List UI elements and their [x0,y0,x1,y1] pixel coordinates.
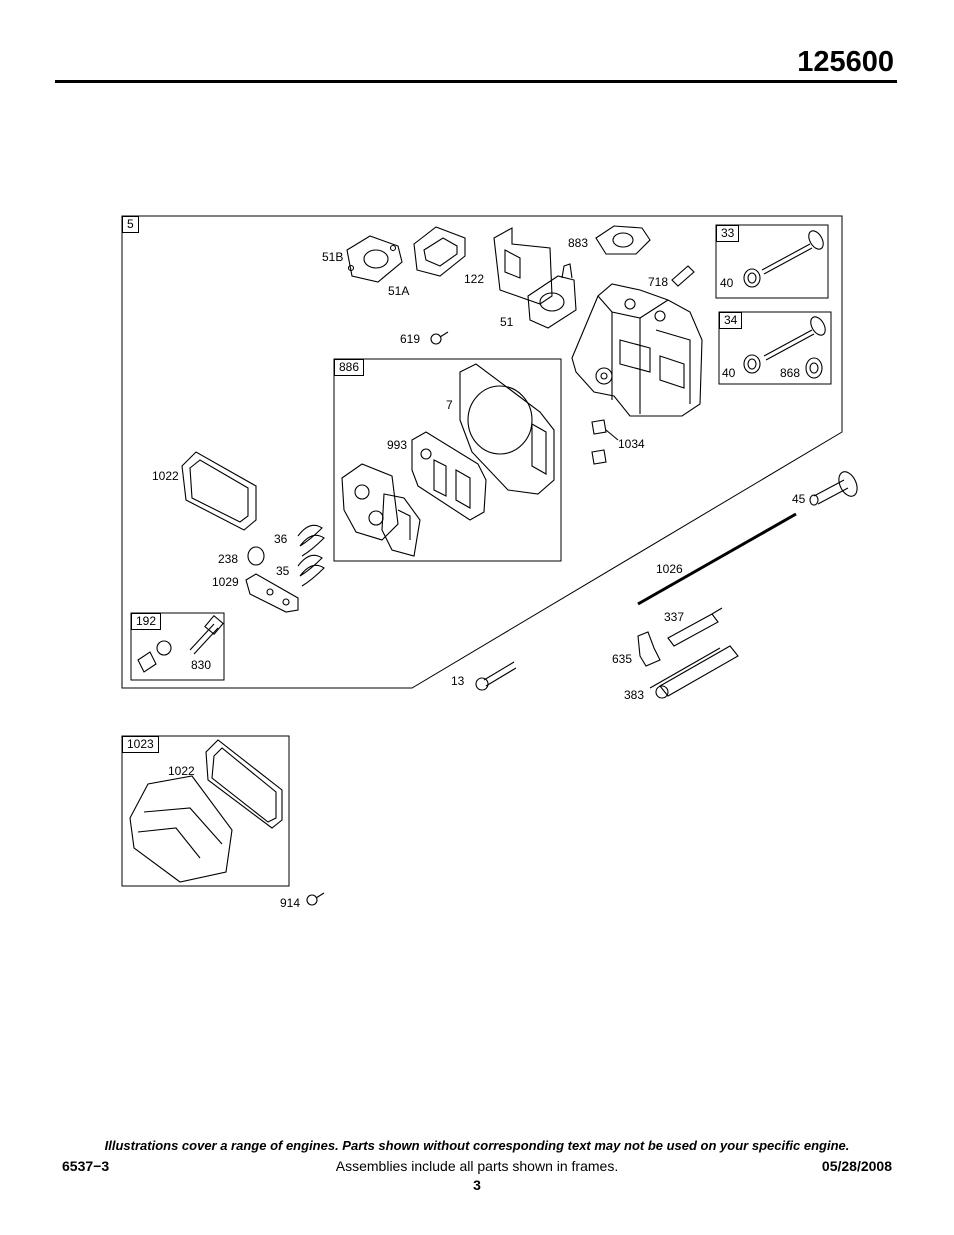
page-number: 3 [473,1177,481,1193]
valve-33-drawing [743,230,824,288]
bolt-13-drawing [475,661,517,691]
part-label-883: 883 [568,236,589,250]
main-frame-outline [121,215,843,689]
part-label-914: 914 [280,896,301,910]
pin-718-drawing [671,265,695,287]
rocker-nut-drawing [137,640,172,673]
cap-238-drawing [247,546,265,566]
gasket-51b-drawing [346,235,403,283]
part-label-7: 7 [446,398,453,412]
part-label-122: 122 [464,272,485,286]
gasket-51-drawing [527,263,577,329]
part-label-383: 383 [624,688,645,702]
cover-1023-drawing [129,739,283,883]
part-label-51b: 51B [322,250,344,264]
gasket-1022-drawing [181,451,257,531]
disclaimer: Illustrations cover a range of engines. … [104,1138,850,1153]
part-label-635: 635 [612,652,633,666]
wrench-383-drawing [649,645,739,699]
part-label-993: 993 [387,438,408,452]
valve-34-drawing [743,316,826,379]
exhaust-gasket-drawing [341,463,421,557]
part-label-619: 619 [400,332,421,346]
cylinder-head-drawing [571,283,703,417]
frame-tag-1023: 1023 [122,736,159,753]
part-label-337: 337 [664,610,685,624]
plug-cap-635-drawing [637,631,661,667]
part-label-868: 868 [780,366,801,380]
plate-122-drawing [493,227,553,305]
frame-34-outline [718,311,832,385]
spring-35-drawing [297,554,325,587]
part-label-45: 45 [792,492,806,506]
screw-619-drawing [430,331,449,345]
head-gasket-7-drawing [459,363,555,495]
part-label-718: 718 [648,275,669,289]
frame-1023-outline [121,735,290,887]
model-number: 125600 [797,46,894,78]
part-label-35: 35 [276,564,290,578]
frame-886-outline [333,358,562,562]
part-label-830: 830 [191,658,212,672]
part-label-40-kit34: 40 [722,366,736,380]
part-label-1034: 1034 [618,437,645,451]
part-label-13: 13 [451,674,465,688]
part-label-1029: 1029 [212,575,239,589]
header-rule [55,80,897,83]
document-code: 6537−3 [62,1158,110,1174]
part-label-1026: 1026 [656,562,683,576]
rocker-stud-830-drawing [189,615,224,655]
pushrod-1026-drawing [637,512,797,606]
part-label-1022-kit1023: 1022 [168,764,195,778]
gasket-883-drawing [595,225,651,255]
frame-192-outline [130,612,225,681]
screw-914-drawing [306,892,325,906]
part-label-51a: 51A [388,284,410,298]
frame-tag-34: 34 [719,312,743,329]
part-label-238: 238 [218,552,239,566]
clips-1034-drawing [591,419,619,465]
gasket-993-drawing [411,431,487,521]
gasket-51a-drawing [413,226,466,277]
rocker-1029-drawing [245,573,299,613]
spark-plug-337-drawing [667,607,723,647]
frame-33-outline [715,224,829,299]
frame-tag-886: 886 [334,359,365,376]
part-label-40-kit33: 40 [720,276,734,290]
part-label-1022: 1022 [152,469,179,483]
frame-tag-5: 5 [122,216,139,233]
spring-36-drawing [297,524,325,557]
frame-tag-192: 192 [131,613,162,630]
tappet-45-drawing [809,471,858,506]
part-label-51: 51 [500,315,514,329]
frame-tag-33: 33 [716,225,740,242]
assemblies-note: Assemblies include all parts shown in fr… [335,1158,619,1174]
document-date: 05/28/2008 [821,1158,892,1174]
part-label-36: 36 [274,532,288,546]
